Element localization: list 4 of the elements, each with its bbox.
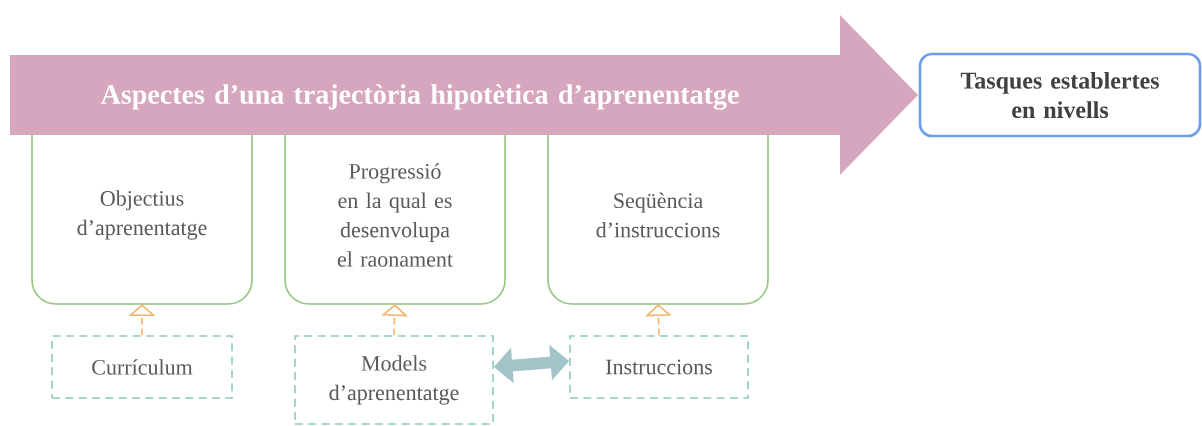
source-box: Currículum (51, 335, 233, 399)
result-box: Tasques establertes en nivells (918, 52, 1202, 138)
source-box: Instruccions (569, 335, 749, 399)
source-box: Models d’aprenentatge (294, 335, 494, 425)
